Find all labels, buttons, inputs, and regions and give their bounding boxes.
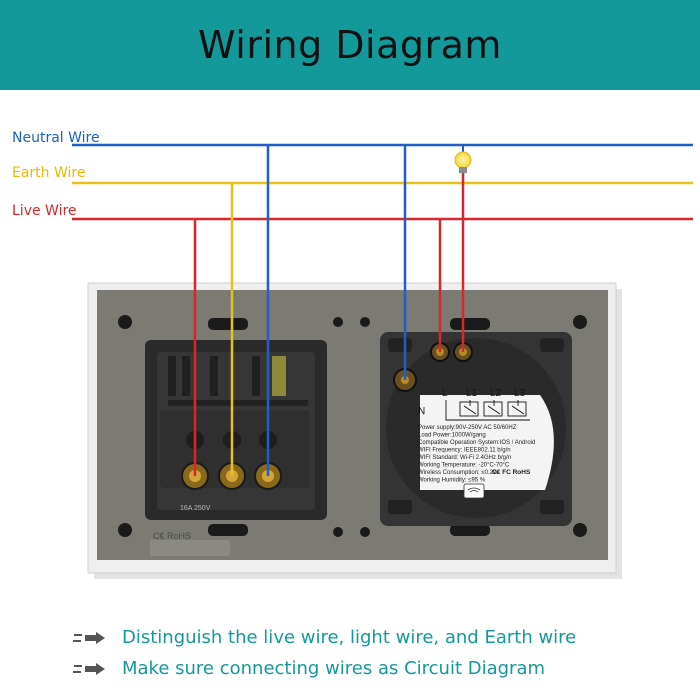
mount-hole bbox=[333, 527, 343, 537]
live-wire-label: Live Wire bbox=[12, 203, 77, 219]
spec-line: Working Humidity: ≤95 % bbox=[418, 478, 486, 484]
socket-vent bbox=[182, 356, 190, 396]
terminal-label-n: N bbox=[418, 406, 425, 417]
mount-hole bbox=[573, 523, 587, 537]
mount-hole bbox=[118, 523, 132, 537]
mount-hole bbox=[360, 317, 370, 327]
switch-clip bbox=[540, 338, 564, 352]
switch-schematic bbox=[445, 400, 530, 421]
spec-line: WIFI Frequency: IEEE802.11 b/g/n bbox=[418, 448, 511, 454]
note-item: Distinguish the live wire, light wire, a… bbox=[72, 622, 576, 653]
mount-hole bbox=[333, 317, 343, 327]
mount-hole bbox=[573, 315, 587, 329]
light-bulb bbox=[454, 145, 472, 173]
switch-clip bbox=[388, 500, 412, 514]
socket-vent bbox=[168, 356, 176, 396]
socket-cert: C€ RoHS bbox=[153, 531, 191, 541]
spec-line: WIFI Standard: Wi-Fi 2.4GHz b/g/n bbox=[418, 455, 511, 461]
bulb-icon bbox=[454, 151, 472, 169]
socket-vent bbox=[210, 356, 218, 396]
wires bbox=[72, 143, 693, 476]
switch-spec-label bbox=[420, 395, 554, 490]
note-text: Distinguish the live wire, light wire, a… bbox=[122, 627, 577, 648]
title-banner: Wiring Diagram bbox=[0, 0, 700, 90]
switch-clip bbox=[540, 500, 564, 514]
socket-vent bbox=[252, 356, 260, 396]
socket-rating: 16A 250V bbox=[180, 505, 211, 512]
mount-hole bbox=[360, 527, 370, 537]
terminal-label-l: L bbox=[442, 388, 448, 399]
spec-line: Working Temperature: -20°C-70°C bbox=[418, 463, 510, 469]
socket-vent-yellow bbox=[272, 356, 286, 396]
mount-slot bbox=[450, 318, 490, 330]
spec-line: Load Power:1000W/gang bbox=[418, 433, 486, 439]
note-text: Make sure connecting wires as Circuit Di… bbox=[122, 658, 546, 679]
arrow-icon bbox=[73, 662, 105, 675]
terminal-label-l1: L1 bbox=[466, 388, 478, 399]
mount-hole bbox=[118, 315, 132, 329]
socket-ridge bbox=[168, 400, 308, 406]
spec-lines: Power supply:90V-250V AC 50/60HZ Load Pow… bbox=[418, 425, 535, 484]
note-item: Make sure connecting wires as Circuit Di… bbox=[72, 653, 576, 684]
arrow-icon bbox=[73, 631, 105, 644]
bulb-base bbox=[459, 167, 467, 173]
spec-line: Compatible Operation System:IOS / Androi… bbox=[418, 440, 535, 446]
switch-cert: C€ FC RoHS bbox=[492, 469, 531, 476]
socket-label-area bbox=[150, 540, 230, 556]
mount-slot bbox=[208, 318, 248, 330]
spec-line: Wireless Consumption: ≤0.2W bbox=[418, 470, 499, 476]
wifi-logo bbox=[463, 483, 485, 499]
notes: Distinguish the live wire, light wire, a… bbox=[72, 622, 576, 684]
page-title: Wiring Diagram bbox=[198, 23, 502, 67]
wifi-icon bbox=[467, 487, 481, 493]
terminal-label-l2: L2 bbox=[490, 388, 502, 399]
neutral-wire-label: Neutral Wire bbox=[12, 130, 100, 146]
earth-wire-label: Earth Wire bbox=[12, 165, 86, 181]
socket-module: 16A 250V C€ RoHS bbox=[145, 340, 327, 541]
switch-module: L L1 L2 L3 N Power supply:90V-250V AC 50… bbox=[380, 332, 572, 526]
terminal-label-l3: L3 bbox=[514, 388, 526, 399]
mount-slot bbox=[208, 524, 248, 536]
mount-slot bbox=[450, 524, 490, 536]
switch-clip bbox=[388, 338, 412, 352]
spec-line: Power supply:90V-250V AC 50/60HZ bbox=[418, 425, 517, 431]
